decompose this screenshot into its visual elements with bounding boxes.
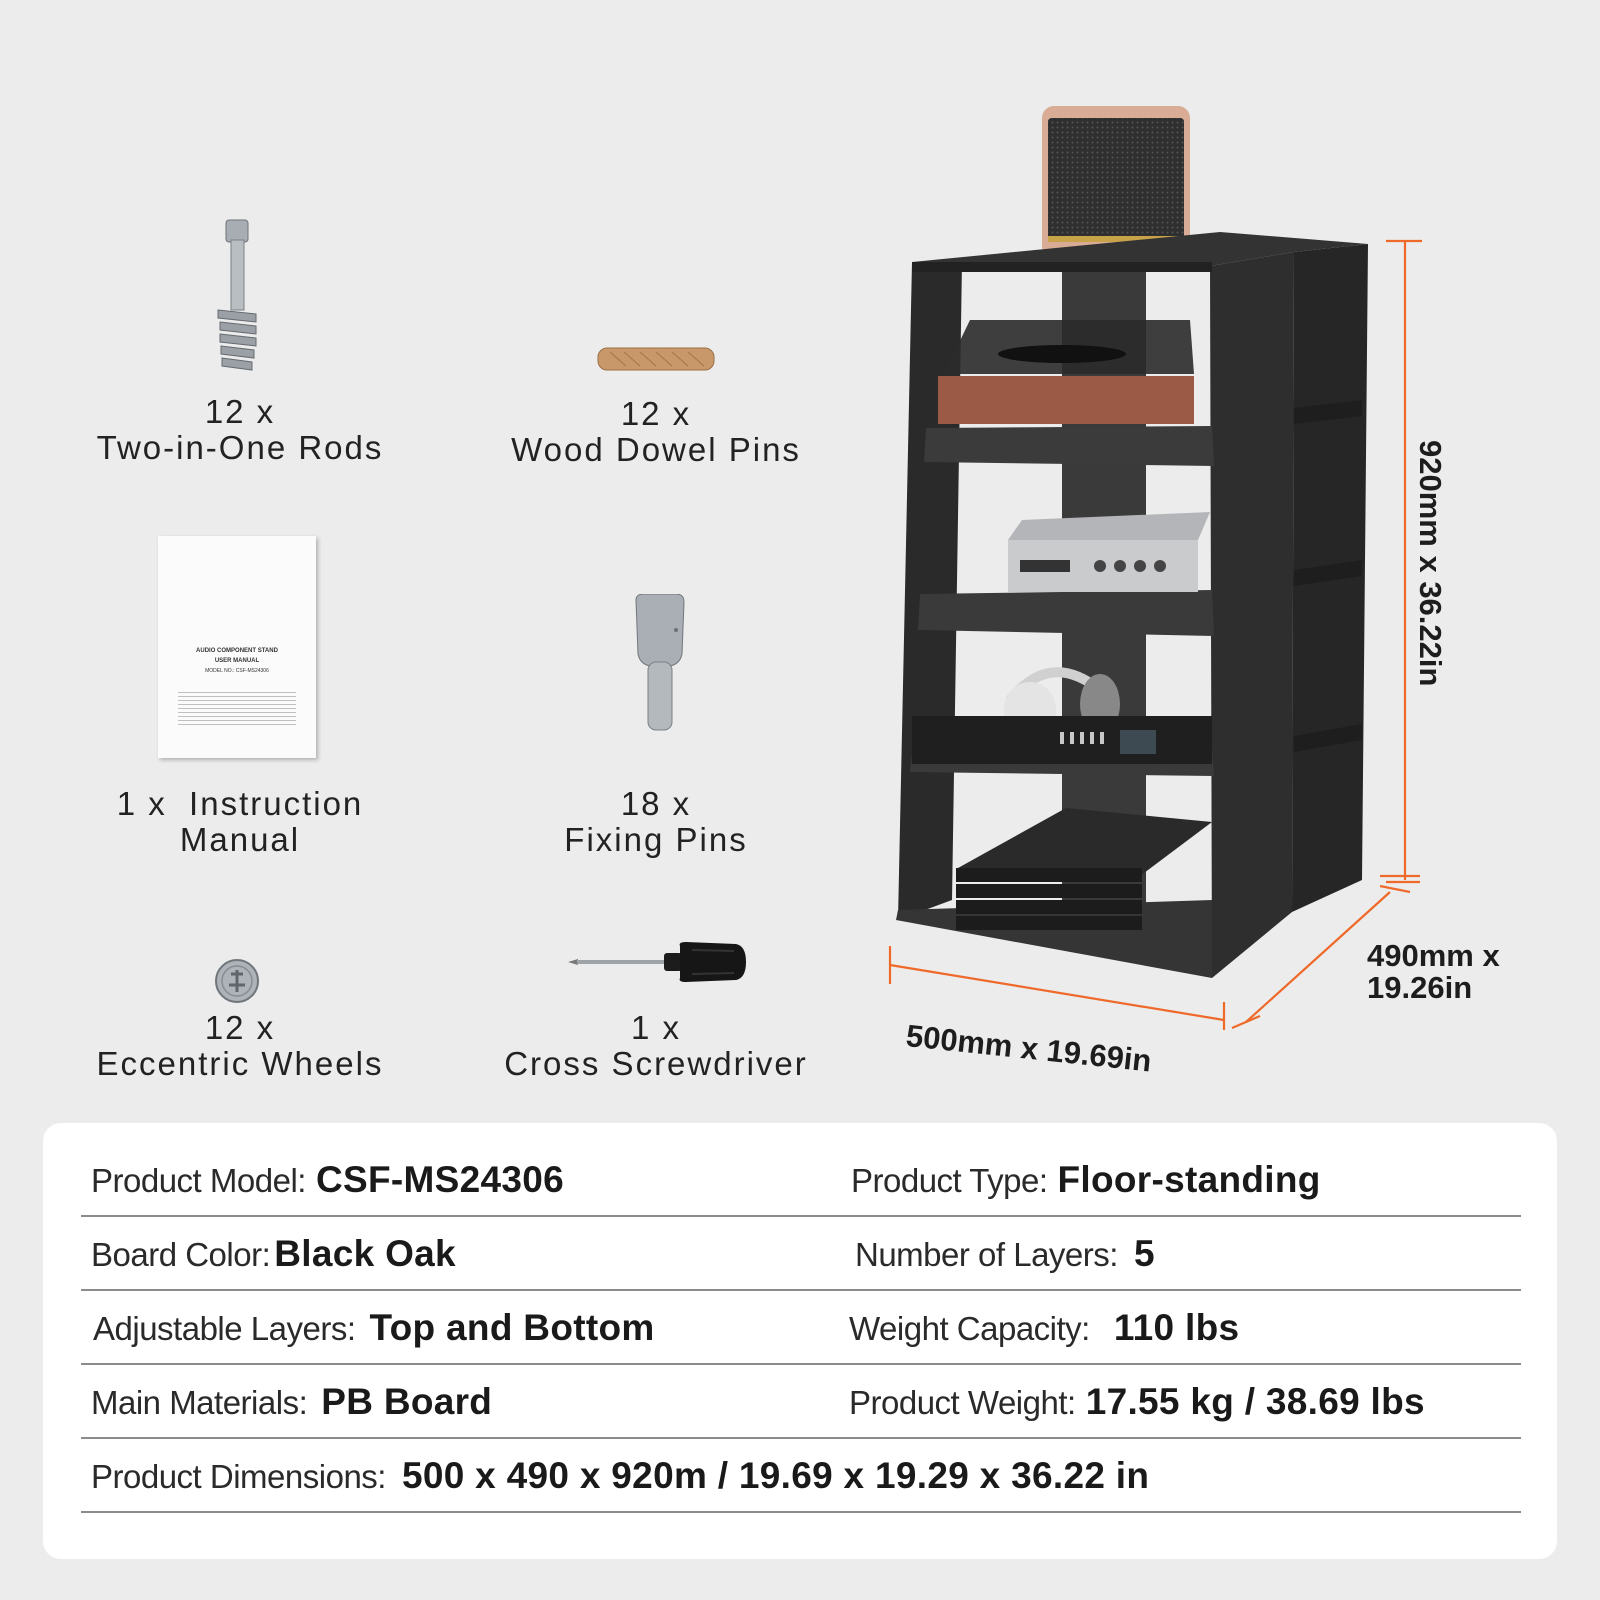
manual-line-1: AUDIO COMPONENT STAND <box>196 648 278 654</box>
spec-label: Weight Capacity: <box>849 1310 1090 1347</box>
part-name: Manual <box>179 821 301 858</box>
spec-row: Adjustable Layers: Top and Bottom Weight … <box>81 1289 1521 1365</box>
depth-dimension-label-2: 19.26in <box>1367 970 1473 1005</box>
spec-value: Floor-standing <box>1057 1159 1321 1200</box>
part-instruction-manual: 1 x Instruction Manual <box>70 786 410 858</box>
spec-label: Product Weight: <box>849 1384 1076 1421</box>
wheel-icon <box>215 959 259 1003</box>
part-name: Cross Screwdriver <box>504 1045 808 1082</box>
spec-row: Main Materials: PB Board Product Weight:1… <box>81 1363 1521 1439</box>
part-fixing-pins: 18 x Fixing Pins <box>486 786 826 858</box>
spec-label: Product Dimensions: <box>91 1458 386 1495</box>
spec-value: CSF-MS24306 <box>315 1159 564 1200</box>
spec-value: 17.55 kg / 38.69 lbs <box>1085 1381 1425 1422</box>
spec-value: 110 lbs <box>1113 1307 1240 1348</box>
part-name: Fixing Pins <box>564 821 748 858</box>
spec-value: 5 <box>1133 1233 1155 1274</box>
speaker-icon <box>1042 106 1190 258</box>
spec-row-dimensions: Product Dimensions: 500 x 490 x 920m / 19… <box>81 1437 1521 1513</box>
part-name: Two-in-One Rods <box>96 429 384 466</box>
part-cross-screwdriver: 1 x Cross Screwdriver <box>486 1010 826 1082</box>
height-dimension-label: 920mm x 36.22in <box>1413 440 1448 687</box>
pin-icon <box>635 594 685 731</box>
audio-stand-illustration <box>888 106 1422 1030</box>
part-eccentric-wheels: 12 x Eccentric Wheels <box>70 1010 410 1082</box>
part-qty: 1 x Instruction <box>116 785 364 822</box>
part-two-in-one-rods: 12 x Two-in-One Rods <box>70 394 410 466</box>
part-qty: 12 x <box>204 393 276 430</box>
manual-line-3: MODEL NO.: CSF-MS24306 <box>205 668 269 674</box>
part-name: Wood Dowel Pins <box>511 431 801 468</box>
screwdriver-icon <box>568 942 746 982</box>
rod-icon <box>217 219 257 371</box>
manual-icon: AUDIO COMPONENT STAND USER MANUAL MODEL … <box>158 536 316 758</box>
spec-label: Main Materials: <box>91 1384 308 1421</box>
part-qty: 18 x <box>620 785 692 822</box>
spec-value: PB Board <box>321 1381 493 1422</box>
spec-label: Board Color: <box>91 1236 271 1273</box>
spec-value: Top and Bottom <box>369 1307 655 1348</box>
amplifier-icon <box>1008 512 1210 592</box>
part-qty: 1 x <box>630 1009 682 1046</box>
spec-label: Product Model: <box>91 1162 306 1199</box>
spec-row: Board Color:Black Oak Number of Layers: 5 <box>81 1215 1521 1291</box>
spec-row: Product Model:CSF-MS24306 Product Type:F… <box>81 1141 1521 1217</box>
spec-table: Product Model:CSF-MS24306 Product Type:F… <box>43 1123 1557 1559</box>
spec-value: Black Oak <box>274 1233 456 1274</box>
spec-value: 500 x 490 x 920m / 19.69 x 19.29 x 36.22… <box>401 1455 1150 1496</box>
part-name: Eccentric Wheels <box>96 1045 384 1082</box>
dowel-icon <box>597 347 715 371</box>
console-stack-icon <box>956 808 1212 930</box>
spec-label: Adjustable Layers: <box>93 1310 356 1347</box>
part-qty: 12 x <box>204 1009 276 1046</box>
turntable-icon <box>938 320 1194 424</box>
part-wood-dowel-pins: 12 x Wood Dowel Pins <box>486 396 826 468</box>
part-qty: 12 x <box>620 395 692 432</box>
manual-line-2: USER MANUAL <box>214 658 260 664</box>
spec-label: Product Type: <box>851 1162 1048 1199</box>
power-conditioner-icon <box>912 716 1212 764</box>
depth-dimension-label-1: 490mm x <box>1367 938 1500 973</box>
spec-label: Number of Layers: <box>855 1236 1118 1273</box>
dimension-lines <box>888 239 1422 1030</box>
